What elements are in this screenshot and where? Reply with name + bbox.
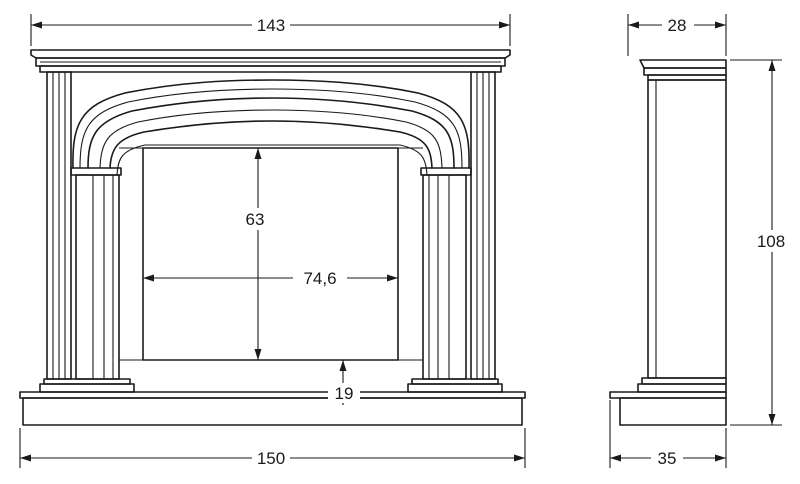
side-body (647, 79, 727, 379)
right-jamb (420, 167, 472, 380)
dimension-side-top-depth: 28 (627, 14, 727, 56)
hearth (19, 391, 526, 426)
left-jamb (70, 167, 122, 380)
opening-height-label: 63 (246, 210, 265, 229)
side-mantel-shelf (639, 59, 727, 81)
hearth-height-label: 19 (335, 384, 354, 403)
dimension-opening-height: 63 (239, 148, 273, 360)
side-view: 28 35 108 (609, 14, 794, 468)
right-pillar (407, 71, 503, 393)
side-base (609, 377, 727, 426)
front-top-width-label: 143 (257, 16, 285, 35)
side-top-depth-label: 28 (668, 16, 687, 35)
arch-moulding (72, 79, 470, 176)
mantel-shelf (30, 49, 511, 73)
dimension-front-base-width: 150 (19, 428, 526, 468)
side-base-depth-label: 35 (658, 449, 677, 468)
opening-width-label: 74,6 (303, 269, 336, 288)
dimension-opening-width: 74,6 (143, 267, 398, 289)
overall-height-label: 108 (757, 232, 785, 251)
dimension-hearth-height: 19 (328, 360, 360, 405)
left-pillar (39, 71, 135, 393)
dimension-side-base-depth: 35 (609, 400, 727, 468)
dimension-front-top-width: 143 (30, 14, 511, 46)
dimension-overall-height: 108 (730, 59, 794, 426)
front-base-width-label: 150 (257, 449, 285, 468)
front-view: 143 150 63 74,6 (19, 14, 526, 468)
firebox-opening (119, 147, 423, 361)
